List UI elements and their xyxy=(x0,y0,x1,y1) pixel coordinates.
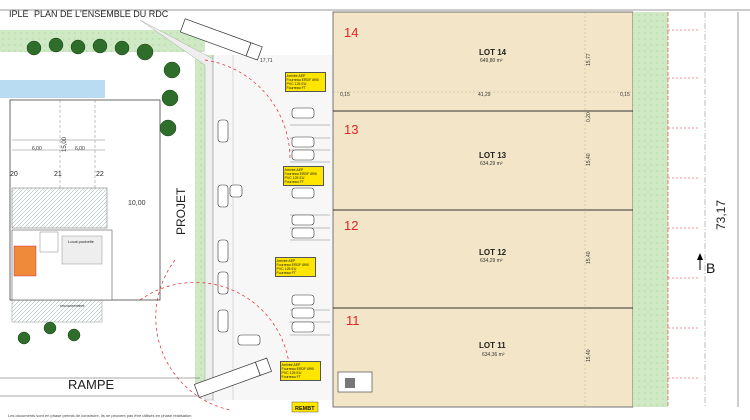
dim-0-20: 0,20 xyxy=(586,112,592,122)
title-prefix: IPLE xyxy=(9,9,29,19)
total-dimension: 73,17 xyxy=(714,200,728,230)
dim-6b: 6,00 xyxy=(75,146,85,152)
car-icon-group xyxy=(217,107,315,346)
grid-21: 21 xyxy=(54,171,62,178)
lot-name-11: LOT 11 xyxy=(479,341,506,350)
lot-number-11: 11 xyxy=(346,313,360,328)
dim-left: 10,00 xyxy=(128,200,146,207)
section-arrow-icon xyxy=(697,253,703,270)
dim-15-77: 15,77 xyxy=(586,53,592,66)
grid-22: 22 xyxy=(96,171,104,178)
green-strip-east xyxy=(633,12,668,407)
dim-small-left: 0,15 xyxy=(340,92,350,98)
lots-block xyxy=(332,11,634,408)
lot-number-12: 12 xyxy=(344,218,358,233)
plan-title: PLAN DE L'ENSEMBLE DU RDC xyxy=(34,9,169,19)
dim-width: 41,29 xyxy=(478,92,491,98)
dim-15-40a: 15,40 xyxy=(586,153,592,166)
lot-area-12: 634,29 m² xyxy=(480,258,503,264)
truck-icon-group xyxy=(179,18,272,399)
lot-number-13: 13 xyxy=(344,122,358,137)
road xyxy=(139,19,216,401)
rembt-label: REMBT xyxy=(295,406,315,412)
lot-name-14: LOT 14 xyxy=(479,48,507,57)
recouv-label: recouvrement xyxy=(60,303,85,308)
lot-name-13: LOT 13 xyxy=(479,151,507,160)
lot-area-11: 634,36 m² xyxy=(482,352,505,358)
lot-name-12: LOT 12 xyxy=(479,248,507,257)
dim-15-40c: 15,40 xyxy=(586,349,592,362)
rampe-label: RAMPE xyxy=(68,377,115,392)
lot-area-13: 634,29 m² xyxy=(480,161,503,167)
footer-note: Les documents sont en phase permis de co… xyxy=(8,413,191,418)
grid-20: 20 xyxy=(10,171,18,178)
section-label: B xyxy=(706,260,715,276)
lot-area-14: 649,80 m² xyxy=(480,58,503,64)
dim-15-40b: 15,40 xyxy=(586,251,592,264)
dim-small-right: 0,15 xyxy=(620,92,630,98)
dim-6a: 6,00 xyxy=(32,146,42,152)
projet-label: PROJET xyxy=(174,187,188,235)
dim-top: 17,71 xyxy=(260,58,273,64)
local-label: Local poubelle xyxy=(68,239,95,244)
water-basin xyxy=(0,80,105,98)
lot-number-14: 14 xyxy=(344,25,358,40)
dim-left2: 15,00 xyxy=(62,136,68,152)
